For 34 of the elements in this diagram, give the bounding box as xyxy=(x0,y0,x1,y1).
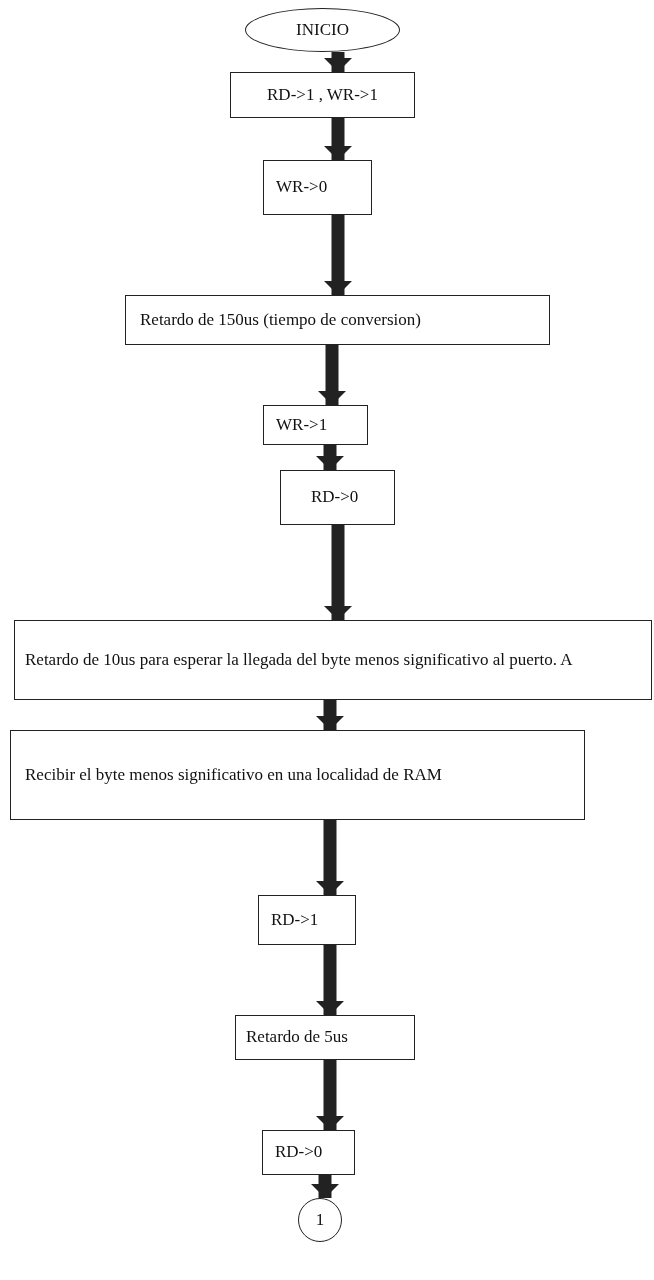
arrow xyxy=(311,1175,339,1198)
node-label: Retardo de 150us (tiempo de conversion) xyxy=(140,308,421,331)
node-label: Retardo de 5us xyxy=(246,1026,348,1049)
arrow xyxy=(316,700,344,730)
arrow xyxy=(316,945,344,1015)
arrow xyxy=(316,445,344,470)
connector-circle xyxy=(298,1198,342,1242)
node-label: RD->1 , WR->1 xyxy=(267,83,378,106)
process-box xyxy=(262,1130,355,1175)
process-box xyxy=(280,470,395,525)
arrow xyxy=(324,525,352,620)
process-box xyxy=(258,895,356,945)
arrow xyxy=(324,52,352,72)
node-label: WR->1 xyxy=(276,413,328,436)
node-label: Retardo de 10us para esperar la llegada del byte menos significativo al puerto. A xyxy=(25,648,573,671)
arrow xyxy=(318,345,346,405)
node-label: RD->0 xyxy=(311,486,359,509)
process-box xyxy=(10,730,585,820)
node-label: INICIO xyxy=(296,18,349,41)
process-box xyxy=(263,405,368,445)
arrow xyxy=(324,215,352,295)
process-box xyxy=(125,295,550,345)
process-box xyxy=(235,1015,415,1060)
arrow xyxy=(316,820,344,895)
process-box xyxy=(230,72,415,118)
process-box xyxy=(263,160,372,215)
node-label: Recibir el byte menos significativo en una localidad de RAM xyxy=(25,763,442,786)
node-label: RD->0 xyxy=(275,1141,323,1164)
process-box xyxy=(14,620,652,700)
arrow xyxy=(316,1060,344,1130)
node-label: RD->1 xyxy=(271,908,319,931)
node-label: 1 xyxy=(315,1208,325,1231)
node-label: WR->0 xyxy=(276,176,328,199)
arrow xyxy=(324,118,352,160)
